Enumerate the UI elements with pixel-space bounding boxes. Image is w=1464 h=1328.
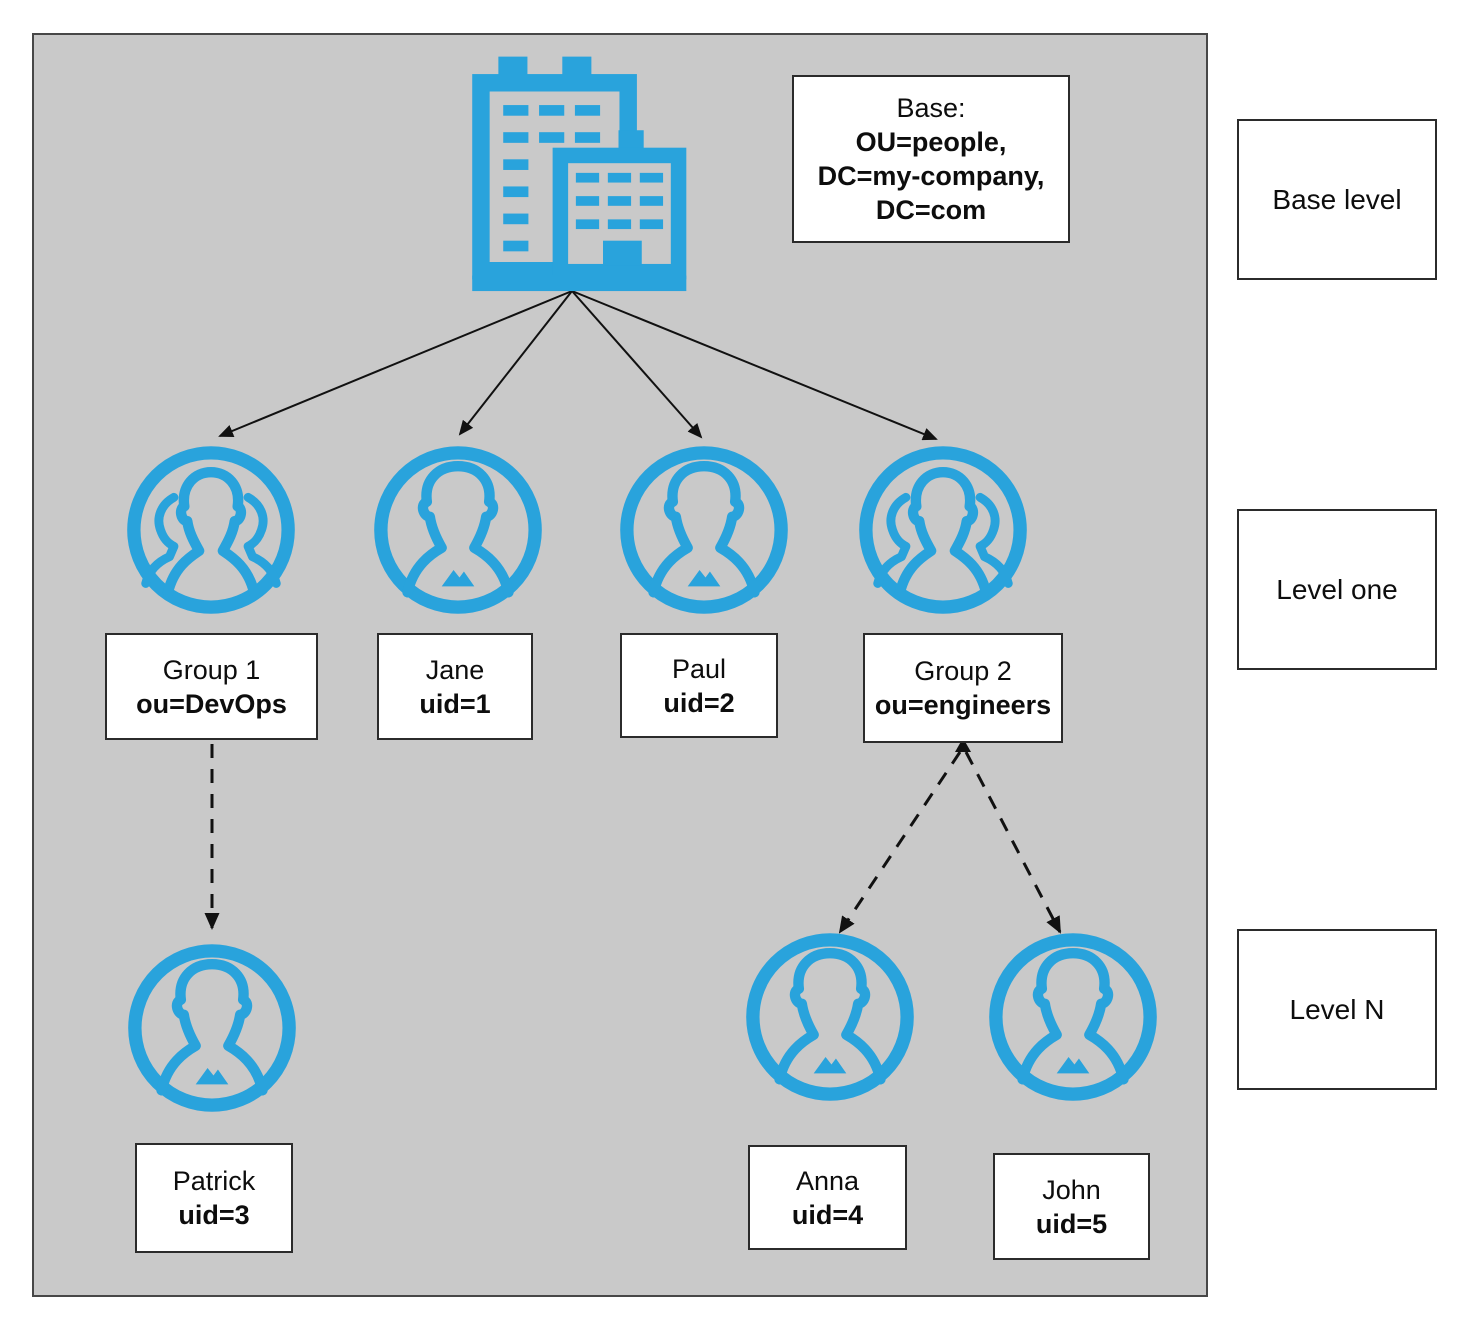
- base-dn-heading: Base:: [896, 93, 966, 123]
- level-label-n: Level N: [1237, 929, 1437, 1090]
- level-label-one: Level one: [1237, 509, 1437, 670]
- node-name: Patrick: [172, 1166, 256, 1196]
- node-label-paul: Paul uid=2: [620, 633, 778, 738]
- node-attr: uid=4: [791, 1199, 864, 1230]
- company-building-icon: [455, 45, 689, 293]
- group-people-icon: [854, 441, 1032, 619]
- node-name: Jane: [425, 654, 485, 685]
- node-name: John: [1042, 1174, 1101, 1205]
- node-label-group2: Group 2 ou=engineers: [863, 633, 1063, 743]
- group-people-icon: [122, 441, 300, 619]
- level-label-text: Base level: [1272, 183, 1402, 215]
- node-name: Paul: [671, 653, 727, 684]
- base-dn-box: Base: OU=people, DC=my-company, DC=com: [792, 75, 1070, 243]
- person-icon: [741, 928, 919, 1106]
- node-attr: ou=DevOps: [136, 688, 287, 719]
- base-dn-line: DC=my-company,: [817, 161, 1045, 191]
- level-label-text: Level one: [1276, 573, 1398, 605]
- node-attr: uid=1: [419, 688, 491, 719]
- person-icon: [123, 939, 301, 1117]
- node-label-jane: Jane uid=1: [377, 633, 533, 740]
- base-dn-line: OU=people,: [855, 127, 1007, 157]
- node-attr: uid=5: [1035, 1208, 1108, 1239]
- node-attr: uid=2: [663, 687, 735, 718]
- node-label-group1: Group 1 ou=DevOps: [105, 633, 318, 740]
- node-name: Group 2: [914, 656, 1012, 686]
- person-icon: [984, 928, 1162, 1106]
- node-label-anna: Anna uid=4: [748, 1145, 907, 1250]
- level-label-text: Level N: [1289, 993, 1385, 1025]
- level-label-base: Base level: [1237, 119, 1437, 280]
- node-label-john: John uid=5: [993, 1153, 1150, 1260]
- base-dn-line: DC=com: [875, 195, 987, 225]
- node-attr: uid=3: [178, 1200, 250, 1230]
- node-name: Anna: [795, 1165, 860, 1196]
- person-icon: [369, 441, 547, 619]
- node-name: Group 1: [162, 654, 261, 685]
- person-icon: [615, 441, 793, 619]
- node-label-patrick: Patrick uid=3: [135, 1143, 293, 1253]
- node-attr: ou=engineers: [874, 690, 1052, 720]
